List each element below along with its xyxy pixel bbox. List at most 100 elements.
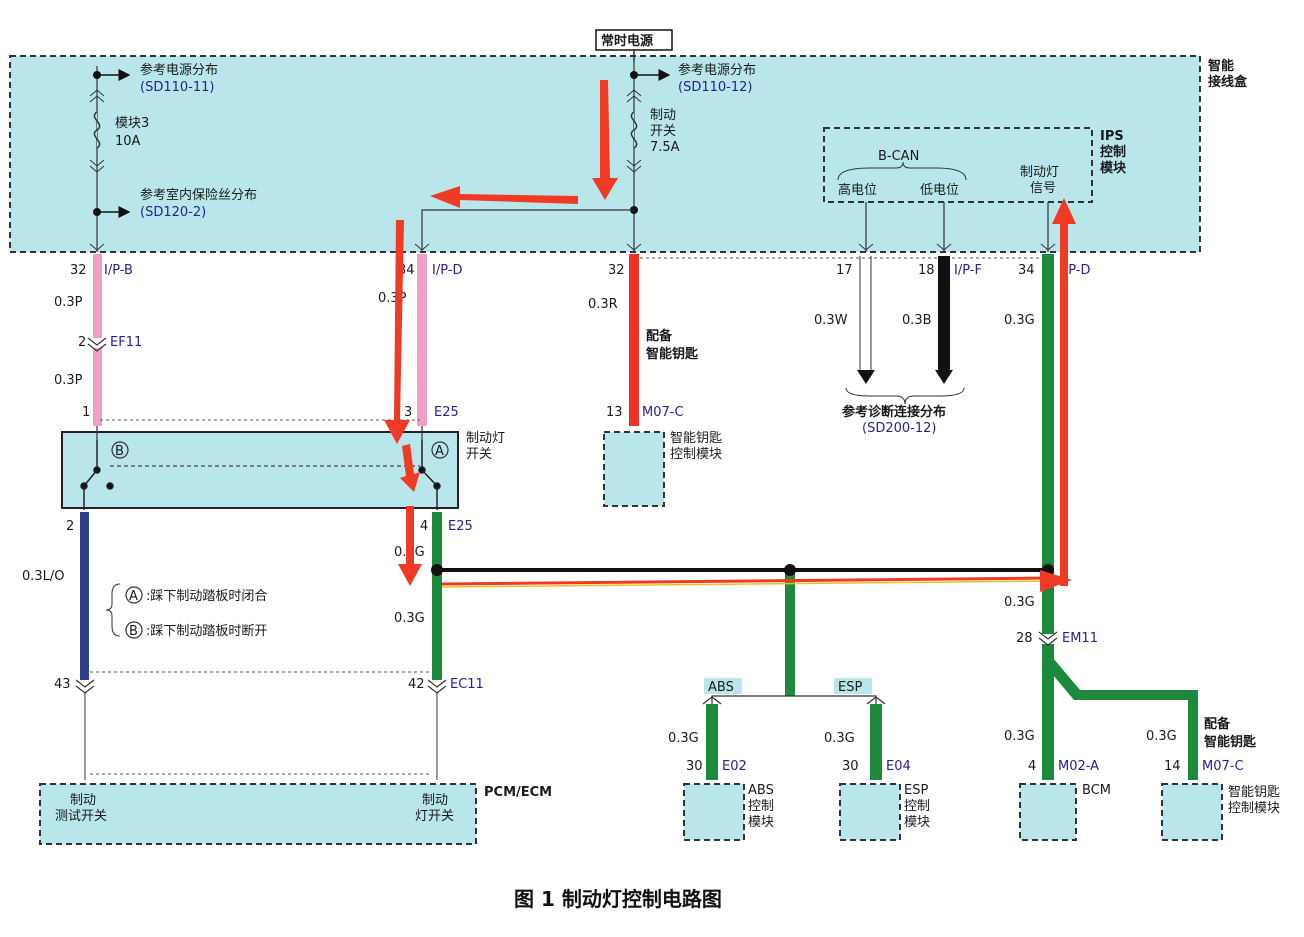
legend-b-text: :踩下制动踏板时断开 — [146, 624, 267, 639]
mid-ref-code: (SD110-12) — [678, 80, 752, 95]
pin-42: 42 — [408, 677, 425, 692]
conn-ipb: I/P-B — [104, 263, 133, 278]
left-fuse-rating: 10A — [115, 134, 141, 149]
ips-label-3: 模块 — [1100, 160, 1127, 176]
legend-a-letter: A — [129, 589, 138, 604]
smart-key-module-top — [603, 431, 665, 507]
wire-pink-left-upper — [93, 254, 102, 338]
red-annotation-arrows — [384, 80, 1076, 592]
bcm-label: BCM — [1082, 783, 1111, 798]
brake-light-switch — [61, 431, 459, 509]
switch-a-letter: A — [435, 444, 444, 459]
wire-green-esp — [870, 704, 882, 780]
pin-3: 3 — [404, 405, 412, 420]
wire-spec-03g-right: 0.3G — [1004, 313, 1035, 328]
left-ref1-code: (SD110-11) — [140, 80, 214, 95]
abs-control-module — [683, 783, 745, 841]
pin-28: 28 — [1016, 631, 1033, 646]
left-ref2-code: (SD120-2) — [140, 205, 206, 220]
conn-e04: E04 — [886, 759, 911, 774]
signal-label-2: 信号 — [1030, 181, 1056, 196]
wire-black-arrow — [935, 370, 953, 384]
diag-ref-code: (SD200-12) — [862, 421, 936, 436]
wire-black — [938, 256, 950, 370]
smart-key-top-1: 智能钥匙 — [670, 431, 722, 446]
esp-mod-1: ESP — [904, 783, 928, 798]
wire-spec-03g-bcm: 0.3G — [1004, 729, 1035, 744]
conn-e25-top: E25 — [434, 405, 459, 420]
pin-32-c: 32 — [608, 263, 625, 278]
smart-key-top-2: 控制模块 — [670, 447, 722, 462]
wire-spec-03g-em11: 0.3G — [1004, 595, 1035, 610]
wire-spec-03g-abs: 0.3G — [668, 731, 699, 746]
wire-red — [629, 254, 639, 426]
ips-control-module — [823, 127, 1093, 203]
esp-tag: ESP — [838, 680, 862, 695]
can-low-label: 低电位 — [920, 183, 959, 198]
wire-green-bcm — [1042, 644, 1054, 780]
smart-key-bottom-2: 控制模块 — [1228, 801, 1280, 816]
pin-14: 14 — [1164, 759, 1181, 774]
switch-a-marker — [431, 441, 449, 459]
wire-green-right — [1042, 254, 1054, 634]
wire-spec-03b: 0.3B — [902, 313, 932, 328]
pin-4-bcm: 4 — [1028, 759, 1036, 774]
left-fuse-name: 模块3 — [115, 116, 149, 131]
pin-30-abs: 30 — [686, 759, 703, 774]
left-fuse-branch — [89, 66, 131, 252]
signal-label-1: 制动灯 — [1020, 165, 1059, 180]
wire-spec-03r: 0.3R — [588, 297, 618, 312]
can-high-label: 高电位 — [838, 182, 877, 198]
wire-pink-left-lower — [93, 348, 102, 426]
option-key-r1: 配备 — [1204, 716, 1231, 732]
abs-mod-1: ABS — [748, 783, 774, 798]
esp-mod-2: 控制 — [904, 799, 930, 814]
option-key-1: 配备 — [646, 328, 673, 344]
wire-spec-03g-key: 0.3G — [1146, 729, 1177, 744]
conn-ef11: EF11 — [110, 335, 142, 350]
conn-m07c-bottom: M07-C — [1202, 759, 1244, 774]
mid-fuse-rating: 7.5A — [650, 140, 680, 155]
pcm-left-2: 测试开关 — [55, 809, 107, 824]
bcan-brace — [837, 161, 967, 181]
pin-43: 43 — [54, 677, 71, 692]
wire-white-arrow — [857, 370, 875, 384]
smart-key-bottom-1: 智能钥匙 — [1228, 785, 1280, 800]
pin-30-esp: 30 — [842, 759, 859, 774]
wire-spec-03lo: 0.3L/O — [22, 569, 65, 584]
switch-name-2: 开关 — [466, 447, 492, 462]
pin-34-right: 34 — [1018, 263, 1035, 278]
option-key-2: 智能钥匙 — [646, 346, 699, 362]
abs-tag: ABS — [708, 680, 734, 695]
esp-control-module — [839, 783, 901, 841]
brake-switch-fuse-branch — [414, 62, 671, 252]
conn-m07c-top: M07-C — [642, 405, 684, 420]
conn-em11: EM11 — [1062, 631, 1098, 646]
abs-mod-2: 控制 — [748, 799, 774, 814]
pcm-ecm-label: PCM/ECM — [484, 785, 552, 800]
abs-esp-branch — [711, 695, 877, 704]
legend-a-text: :踩下制动踏板时闭合 — [146, 589, 267, 604]
abs-mod-3: 模块 — [748, 815, 774, 830]
wire-spec-03g-esp: 0.3G — [824, 731, 855, 746]
wire-blue-left — [80, 512, 89, 680]
wire-spec-03p-c: 0.3P — [54, 373, 83, 388]
wire-pink-right — [417, 254, 427, 426]
conn-m02a: M02-A — [1058, 759, 1099, 774]
wire-spec-03w: 0.3W — [814, 313, 848, 328]
diag-ref-title: 参考诊断连接分布 — [842, 404, 946, 420]
conn-ipf: I/P-F — [954, 263, 982, 278]
pcm-left-1: 制动 — [70, 793, 96, 808]
mid-fuse-name-2: 开关 — [650, 124, 676, 139]
pin-32-ipb: 32 — [70, 263, 87, 278]
figure-caption: 图 1 制动灯控制电路图 — [514, 887, 722, 911]
smart-box-label-2: 接线盒 — [1208, 74, 1248, 90]
wire-spec-03g-mid: 0.3G — [394, 611, 425, 626]
switch-b-letter: B — [115, 444, 124, 459]
switch-b-marker — [111, 441, 129, 459]
legend-brace — [105, 583, 121, 637]
pin-1: 1 — [82, 405, 90, 420]
switch-name-1: 制动灯 — [466, 431, 505, 446]
wire-green-abs — [706, 704, 718, 780]
